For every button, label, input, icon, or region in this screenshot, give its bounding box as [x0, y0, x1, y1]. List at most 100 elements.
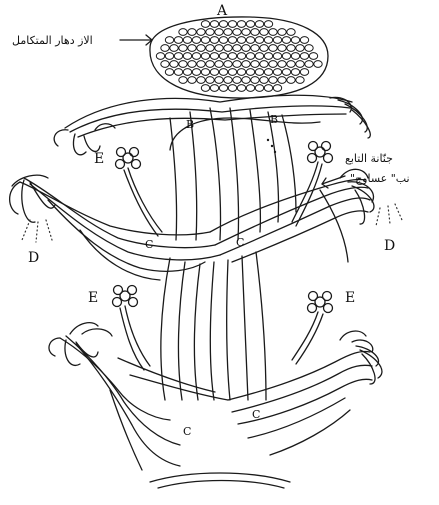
- floret: [255, 53, 263, 60]
- floret: [291, 37, 299, 44]
- floret: [269, 77, 277, 84]
- floret: [287, 77, 295, 84]
- annotation-right-lower: "نب" عساوج: [350, 172, 410, 185]
- floret: [300, 37, 308, 44]
- label-c-right-low: C: [252, 408, 260, 421]
- label-e-upper-left: E: [94, 151, 104, 167]
- floret: [188, 45, 196, 52]
- floret: [183, 37, 191, 44]
- floret: [183, 53, 191, 60]
- floret: [251, 77, 259, 84]
- floret: [282, 69, 290, 76]
- floret: [246, 69, 254, 76]
- floret: [201, 69, 209, 76]
- floret: [251, 45, 259, 52]
- floret: [174, 69, 182, 76]
- label-c-left-low: C: [183, 425, 191, 438]
- floret: [197, 61, 205, 68]
- floret: [197, 77, 205, 84]
- floret: [282, 37, 290, 44]
- label-e-lower-left: E: [88, 290, 98, 306]
- floret: [251, 29, 259, 36]
- floret: [179, 45, 187, 52]
- floret: [291, 53, 299, 60]
- floret: [197, 29, 205, 36]
- floret: [206, 45, 214, 52]
- floret: [287, 45, 295, 52]
- floret: [215, 29, 223, 36]
- floret: [255, 37, 263, 44]
- floret: [188, 29, 196, 36]
- floret: [201, 37, 209, 44]
- floret: [278, 29, 286, 36]
- lower-stem: [161, 252, 266, 400]
- floret: [282, 53, 290, 60]
- floret: [201, 53, 209, 60]
- floret: [251, 61, 259, 68]
- label-b-right: B: [270, 113, 278, 126]
- floret: [287, 29, 295, 36]
- floret: [206, 29, 214, 36]
- floret: [237, 53, 245, 60]
- floret: [300, 53, 308, 60]
- floret: [269, 45, 277, 52]
- floret: [179, 61, 187, 68]
- label-d-right: D: [384, 238, 395, 254]
- floret: [219, 85, 227, 92]
- floret: [201, 85, 209, 92]
- floret: [224, 61, 232, 68]
- floret: [219, 69, 227, 76]
- floret: [215, 61, 223, 68]
- floret: [305, 45, 313, 52]
- floret: [224, 77, 232, 84]
- middle-bract-whorl: [10, 169, 402, 280]
- flower-head-cluster: [150, 17, 328, 98]
- floret: [165, 53, 173, 60]
- annotation-top-left: الاز دهار المتكامل: [12, 34, 93, 47]
- floret: [210, 85, 218, 92]
- floret: [242, 77, 250, 84]
- label-d-left: D: [28, 250, 39, 266]
- lower-bract-whorl: [49, 323, 382, 488]
- floret: [255, 21, 263, 28]
- floret: [228, 85, 236, 92]
- floret: [161, 61, 169, 68]
- floret: [260, 45, 268, 52]
- floret: [233, 77, 241, 84]
- flower-left-upper: [116, 148, 163, 237]
- floret: [224, 45, 232, 52]
- floret: [219, 21, 227, 28]
- floret: [291, 69, 299, 76]
- floret: [296, 77, 304, 84]
- flower-right-lower: [292, 292, 333, 365]
- floret: [314, 61, 322, 68]
- floret: [260, 61, 268, 68]
- floret: [228, 69, 236, 76]
- floret: [179, 29, 187, 36]
- floret: [228, 53, 236, 60]
- floret: [224, 29, 232, 36]
- floret: [174, 53, 182, 60]
- flower-left-lower: [113, 286, 151, 371]
- floret: [188, 61, 196, 68]
- floret: [233, 29, 241, 36]
- floret: [278, 61, 286, 68]
- floret: [264, 85, 272, 92]
- floret: [237, 37, 245, 44]
- floret: [246, 53, 254, 60]
- flower-right-upper: [292, 142, 333, 227]
- floret: [273, 53, 281, 60]
- floret: [156, 53, 164, 60]
- floret: [206, 61, 214, 68]
- floret: [287, 61, 295, 68]
- floret: [161, 45, 169, 52]
- floret: [242, 29, 250, 36]
- floret: [255, 69, 263, 76]
- floret: [260, 29, 268, 36]
- floret: [165, 69, 173, 76]
- floret: [219, 53, 227, 60]
- upper-bracts: [54, 95, 370, 155]
- floret: [269, 61, 277, 68]
